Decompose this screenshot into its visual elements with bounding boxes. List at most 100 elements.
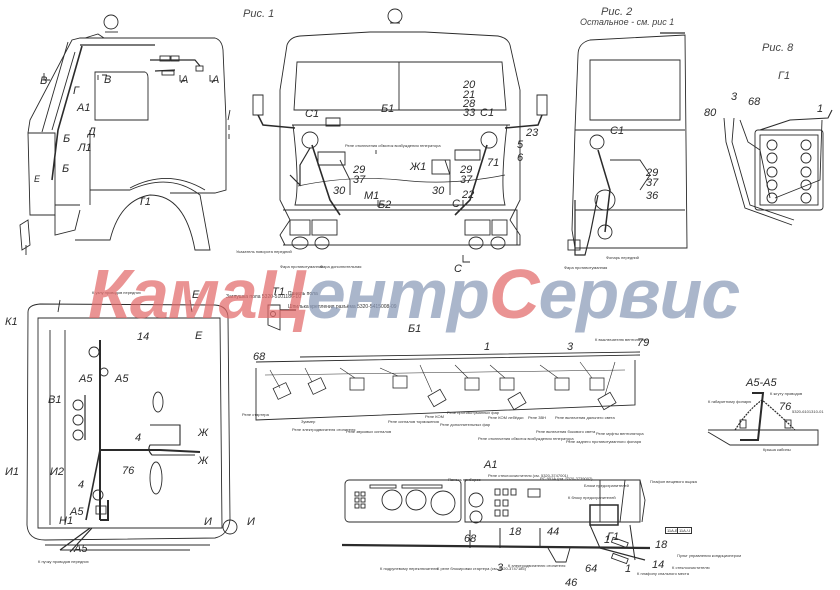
section-caption-part: 5320-6101310-01: [792, 409, 824, 414]
floor-label-t1: Т1: [272, 286, 285, 298]
fig8-section: Г1: [778, 70, 791, 82]
front-label-20: 20: [463, 79, 476, 91]
rear-label-37: 37: [646, 177, 659, 189]
floor-label-b1: В1: [48, 394, 62, 406]
relay-caption-rear-fog: Реле заднего противотуманного фонаря: [566, 439, 642, 444]
relay-caption-heater-motor: Реле электродвигателя отопителя: [292, 427, 356, 432]
side-label-l1: Л1: [78, 142, 92, 154]
dash-label-68: 68: [464, 533, 477, 545]
relay-caption-starter: Реле стартера: [242, 412, 269, 417]
side-label-b-top: Б: [63, 133, 71, 145]
relay-caption-generator: Реле отключения обмоток возбуждения гене…: [478, 436, 574, 441]
floor-label-a5-bottom-left: А5: [70, 506, 84, 518]
dash-label-3: 3: [497, 562, 504, 574]
floor-label-e-bottom: Е: [195, 330, 203, 342]
floor-label-i1: И1: [5, 466, 19, 478]
floor-caption-bracket: Шпилька крепления разъёма 5320-5415008-0…: [288, 304, 397, 310]
dash-label-g1: Г1: [607, 531, 620, 543]
floor-label-zh-top: Ж: [198, 427, 209, 439]
floor-caption-to-harness-top: К узлу проводов передних: [92, 290, 141, 295]
relay-caption-fan-switch: К выключателю вентилятора: [595, 337, 649, 342]
floor-label-h1: Н1: [59, 515, 74, 527]
front-label-71: 71: [487, 157, 500, 169]
fig2-subtitle: Остальное - см. рис 1: [580, 17, 675, 27]
rear-label-36: 36: [646, 190, 659, 202]
dash-tag-2: 11A-Ч: [677, 527, 692, 534]
front-label-c-bottom: С: [454, 263, 462, 275]
section-a5-a5: [707, 392, 819, 446]
side-view-cab: [19, 14, 231, 255]
rear-label-29: 29: [646, 167, 659, 179]
dash-caption-ac-panel: Пульт управления кондиционером: [677, 553, 741, 558]
side-label-a-left: А: [181, 74, 189, 86]
fig1-title: Рис. 1: [243, 8, 275, 20]
dash-panel-a1: [341, 479, 651, 565]
dash-caption-rs951a: РС 951А (см. 5320-3739002): [540, 476, 593, 481]
rear-view-cab: [567, 32, 688, 256]
relay-label-68: 68: [253, 351, 266, 363]
front-label-b2: Б2: [378, 199, 392, 211]
relay-caption-pto-winch: Реле КОМ лебёдки: [488, 415, 524, 420]
floor-label-a5-bottom: А5: [74, 543, 88, 555]
floor-label-a5-right: А5: [115, 373, 129, 385]
front-label-zh1: Ж1: [410, 161, 427, 173]
front-caption-turn-indicator: Указатель поворота передний: [236, 249, 292, 254]
relay-block-b1: [255, 351, 641, 421]
relay-label-1: 1: [484, 341, 491, 353]
front-label-b1: Б1: [381, 103, 395, 115]
front-label-6: 6: [517, 152, 524, 164]
side-label-g: Г: [73, 85, 79, 97]
dash-caption-starter-lock: К реле блокировки стартера (см. 5320-374…: [437, 566, 526, 571]
front-label-c: С: [452, 198, 460, 210]
floor-label-4-right: 4: [135, 432, 142, 444]
front-label-30-right: 30: [432, 185, 445, 197]
floor-label-a5-left: А5: [79, 373, 93, 385]
rear-caption-work-lamp: Фара противотуманная: [564, 265, 608, 270]
side-label-e: Е: [34, 174, 41, 184]
front-label-22: 22: [462, 189, 475, 201]
floor-bracket: [267, 304, 296, 331]
rear-label-c1: С1: [610, 125, 625, 137]
floor-label-76: 76: [122, 465, 135, 477]
front-label-37-right: 37: [460, 174, 473, 186]
front-label-29-left: 29: [353, 164, 366, 176]
side-label-b-bottom: Б: [62, 163, 70, 175]
relay-caption-3vn: Реле 3ВН: [528, 415, 547, 420]
side-label-v-left: В: [40, 75, 48, 87]
relay-label-79: 79: [637, 337, 650, 349]
front-label-m1: М1: [364, 190, 380, 202]
front-label-37-left: 37: [353, 174, 366, 186]
dash-caption-panel: Панель приборов: [448, 477, 481, 482]
dash-caption-heater: К электродвигателю отопителя: [508, 563, 566, 568]
front-caption-fog-lamp: Фара противотуманная: [280, 264, 324, 269]
relay-label-3: 3: [567, 341, 574, 353]
front-label-30-left: 30: [333, 185, 346, 197]
dash-label-18a: 18: [509, 526, 522, 538]
dash-label-1a: 1: [604, 534, 611, 546]
floor-caption-plug: Заглушка пола 5320-5101186-10: [226, 294, 301, 300]
front-label-23: 23: [526, 127, 539, 139]
dash-caption-wiper-relay: Реле стеклоочистителя (см. 5320-3747001): [488, 473, 569, 478]
floor-label-i-left: И: [204, 516, 212, 528]
section-label-76: 76: [779, 401, 792, 413]
fig8-label-3: 3: [731, 91, 738, 103]
relay-caption-high-beam: Реле включения дальнего света: [555, 415, 615, 420]
fig8-label-1: 1: [817, 103, 824, 115]
floor-label-k1: К1: [5, 316, 18, 328]
floor-caption-panel: Панель пола: [288, 291, 318, 297]
relay-caption-extra: Реле дополнительных фар: [440, 422, 491, 427]
dash-label-46: 46: [565, 577, 578, 589]
dash-label-18b: 18: [655, 539, 668, 551]
floor-label-e-top: Е: [192, 289, 200, 301]
fig8-label-80: 80: [704, 107, 717, 119]
relay-caption-horn: Реле звуковых сигналов: [346, 429, 392, 434]
fig8-fuse-block: [723, 109, 833, 226]
side-label-d: Д: [88, 126, 96, 138]
floor-label-i-right: И: [247, 516, 255, 528]
side-label-t1: Т1: [138, 196, 151, 208]
side-label-a1: А1: [77, 102, 91, 114]
front-label-c1-right: С1: [480, 107, 495, 119]
dash-caption-to-fuse-block: К блоку предохранителей: [568, 495, 616, 500]
